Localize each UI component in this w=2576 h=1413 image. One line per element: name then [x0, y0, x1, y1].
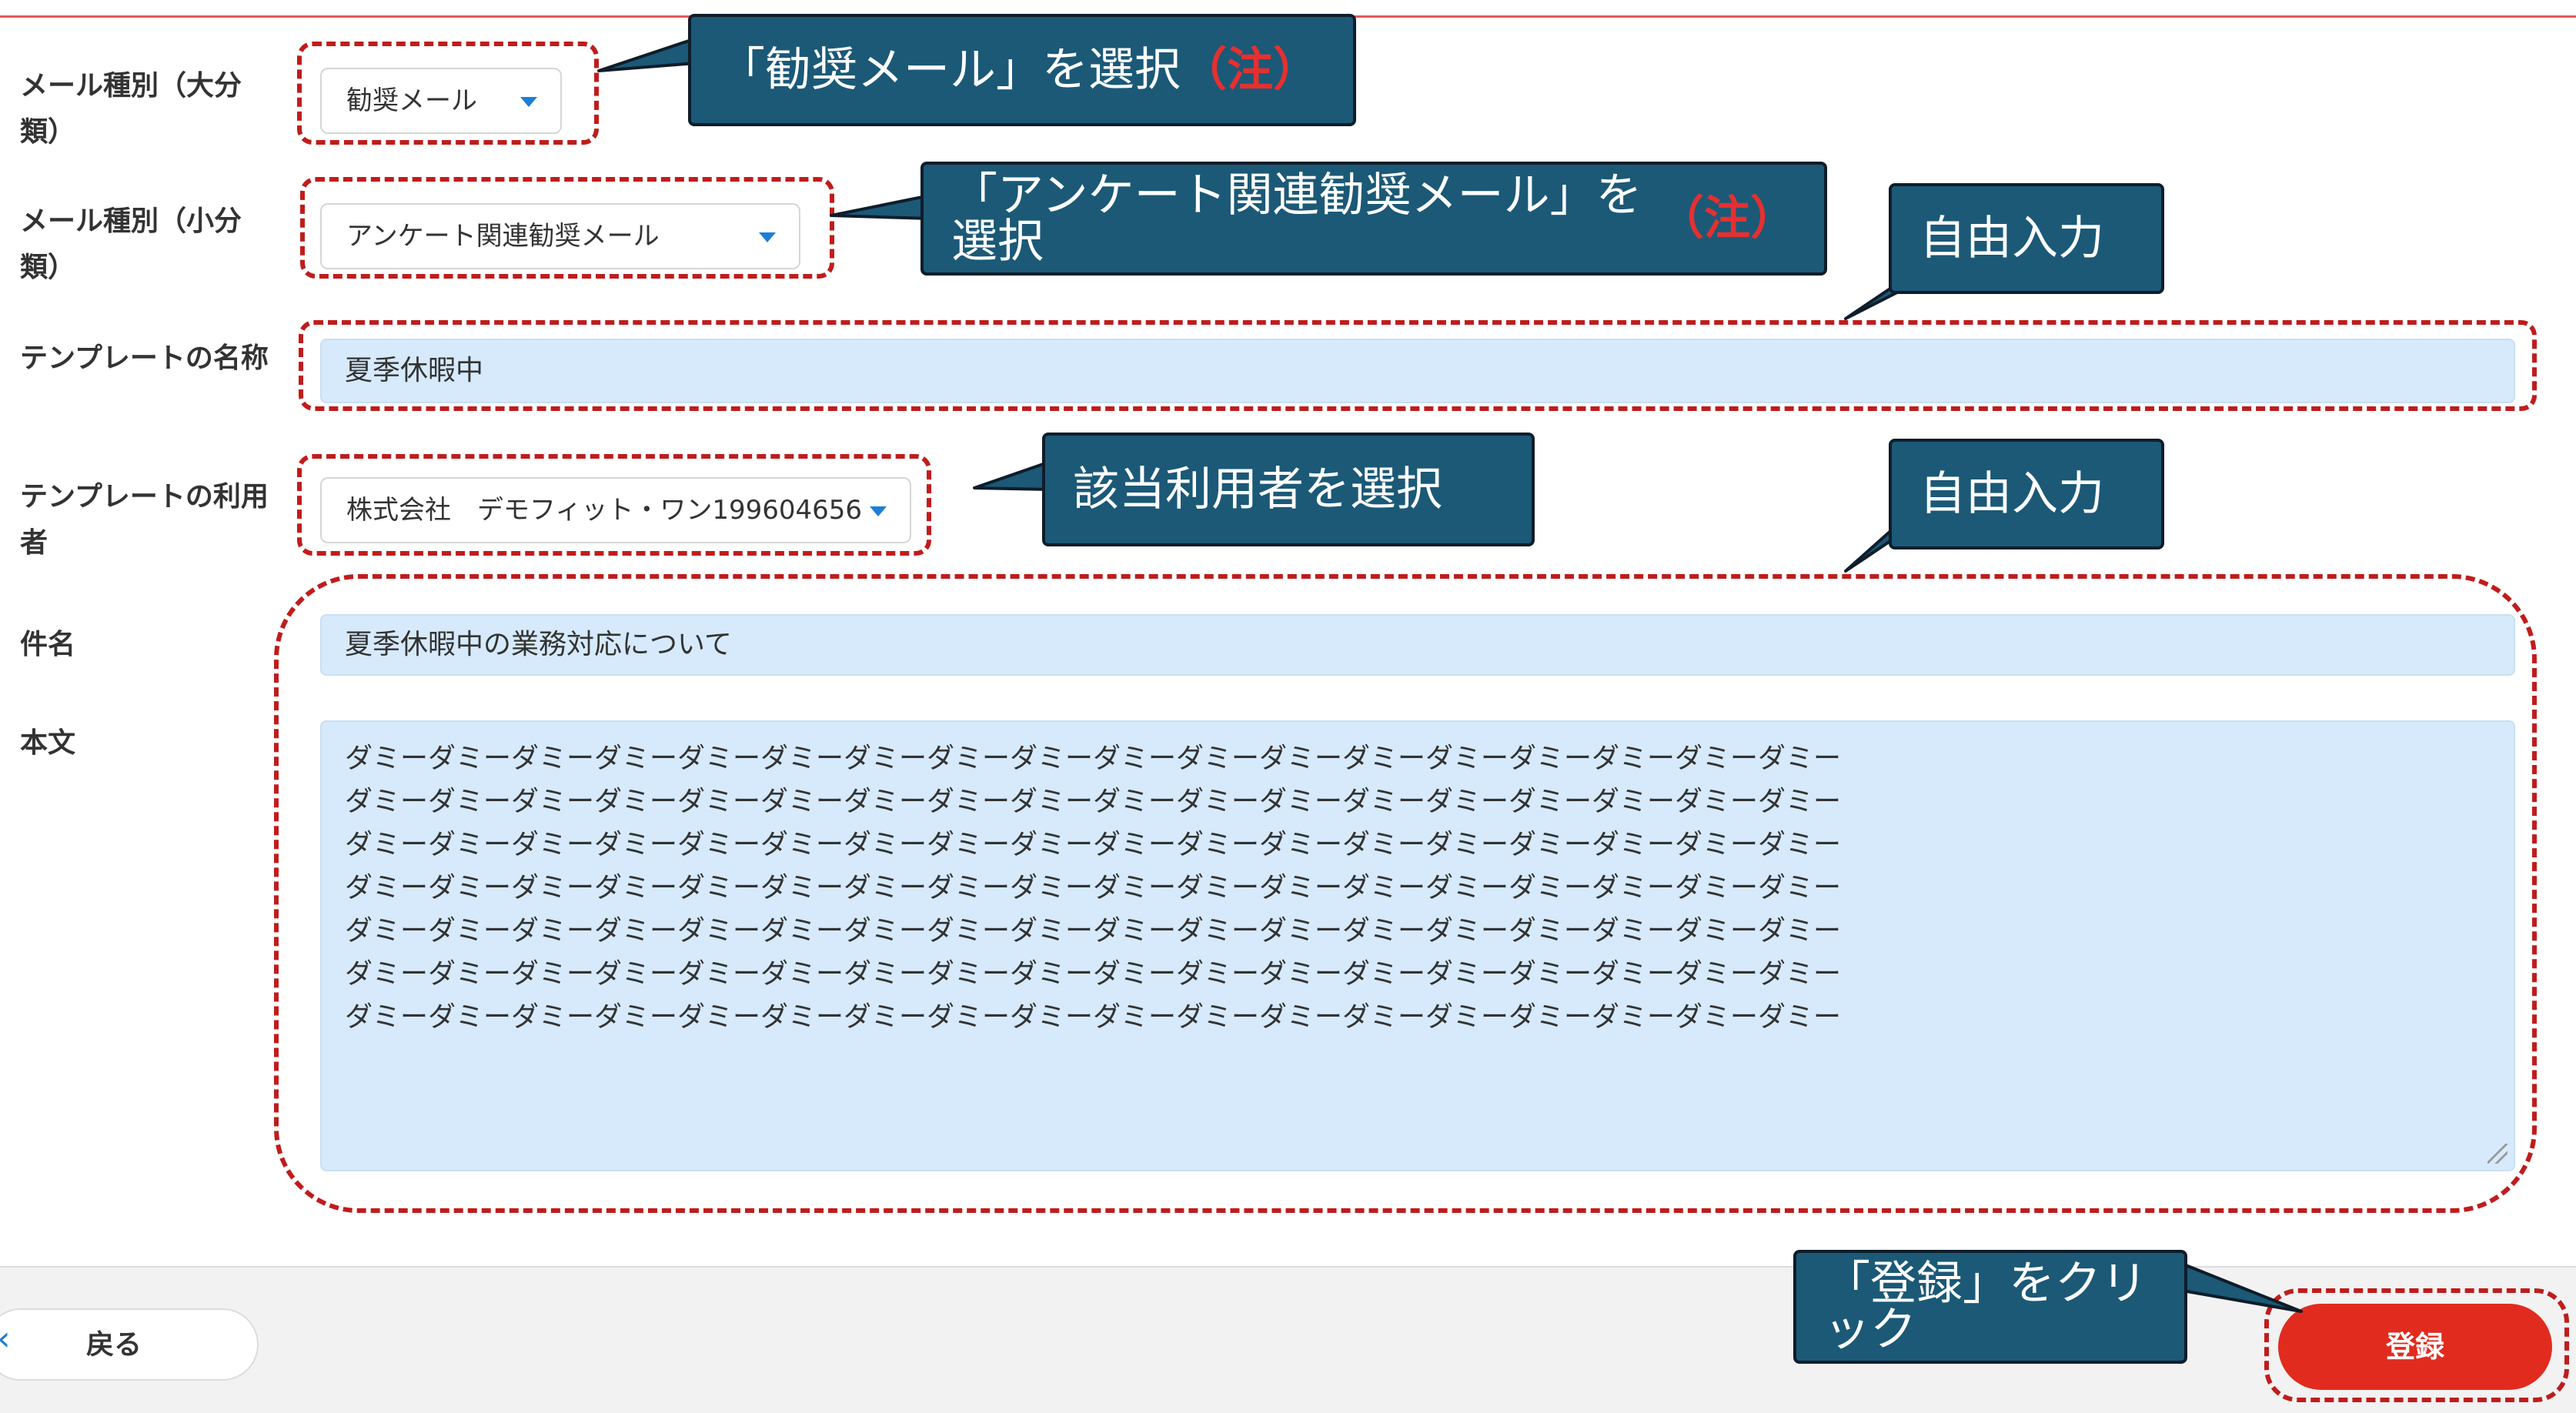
callout-free-input-1: 自由入力 — [1889, 183, 2164, 294]
callout-note: （注） — [1181, 43, 1319, 97]
highlight-template-user — [297, 454, 931, 556]
body-line: ダミーダミーダミーダミーダミーダミーダミーダミーダミーダミーダミーダミーダミーダ… — [345, 958, 1842, 990]
template-user-value: 株式会社 デモフィット・ワン199604656 — [346, 495, 863, 526]
highlight-mail-type-major — [297, 42, 599, 145]
template-user-label: テンプレートの利用者 — [20, 481, 269, 559]
mail-type-major-select[interactable]: 勧奨メール — [320, 68, 562, 134]
body-line: ダミーダミーダミーダミーダミーダミーダミーダミーダミーダミーダミーダミーダミーダ… — [345, 743, 1842, 774]
callout-free-input-2: 自由入力 — [1889, 439, 2164, 550]
body-line: ダミーダミーダミーダミーダミーダミーダミーダミーダミーダミーダミーダミーダミーダ… — [345, 786, 1842, 817]
callout-select-user: 該当利用者を選択 — [1042, 433, 1535, 546]
register-button[interactable]: 登録 — [2278, 1304, 2552, 1390]
chevron-down-icon — [759, 232, 776, 242]
subject-input[interactable]: 夏季休暇中の業務対応について — [320, 614, 2515, 676]
highlight-template-name — [299, 320, 2537, 411]
back-button-label: 戻る — [86, 1329, 142, 1361]
body-textarea[interactable]: ダミーダミーダミーダミーダミーダミーダミーダミーダミーダミーダミーダミーダミーダ… — [320, 720, 2515, 1171]
callout-select-minor: 「アンケート関連勧奨メール」を選択 （注） — [920, 162, 1827, 276]
body-line: ダミーダミーダミーダミーダミーダミーダミーダミーダミーダミーダミーダミーダミーダ… — [345, 872, 1842, 904]
highlight-submit — [2264, 1288, 2569, 1402]
highlight-subject-body — [274, 574, 2537, 1213]
chevron-down-icon — [520, 97, 537, 107]
mail-type-minor-value: アンケート関連勧奨メール — [346, 221, 660, 252]
back-button[interactable]: ‹ 戻る — [0, 1308, 259, 1381]
mail-type-major-label: メール種別（大分類） — [20, 70, 242, 148]
body-line: ダミーダミーダミーダミーダミーダミーダミーダミーダミーダミーダミーダミーダミーダ… — [345, 1001, 1842, 1033]
callout-text: 「登録」をクリック — [1824, 1257, 2147, 1357]
callout-text: 「アンケート関連勧奨メール」を選択 — [951, 169, 1642, 269]
body-line: ダミーダミーダミーダミーダミーダミーダミーダミーダミーダミーダミーダミーダミーダ… — [345, 829, 1842, 860]
footer-bar — [0, 1266, 2576, 1413]
highlight-mail-type-minor — [300, 177, 834, 279]
subject-label: 件名 — [20, 629, 76, 660]
mail-type-major-value: 勧奨メール — [346, 85, 477, 116]
callout-text: 自由入力 — [1919, 467, 2104, 521]
body-label: 本文 — [20, 727, 76, 759]
body-line: ダミーダミーダミーダミーダミーダミーダミーダミーダミーダミーダミーダミーダミーダ… — [345, 915, 1842, 947]
mail-type-minor-select[interactable]: アンケート関連勧奨メール — [320, 203, 800, 269]
template-user-select[interactable]: 株式会社 デモフィット・ワン199604656 — [320, 477, 911, 543]
mail-type-minor-label: メール種別（小分類） — [20, 205, 242, 283]
chevron-left-icon: ‹ — [0, 1319, 11, 1358]
template-name-label: テンプレートの名称 — [20, 342, 269, 374]
template-name-input[interactable]: 夏季休暇中 — [320, 339, 2515, 403]
callout-select-major: 「勧奨メール」を選択（注） — [688, 14, 1356, 126]
callout-text: 自由入力 — [1919, 212, 2104, 266]
body-text: ダミーダミーダミーダミーダミーダミーダミーダミーダミーダミーダミーダミーダミーダ… — [345, 737, 2491, 1039]
callout-click-register: 「登録」をクリック — [1793, 1250, 2187, 1364]
callout-text: 該当利用者を選択 — [1073, 463, 1442, 516]
callout-text: 「勧奨メール」を選択 — [719, 43, 1181, 97]
callout-note: （注） — [1658, 192, 1796, 246]
chevron-down-icon — [870, 506, 887, 516]
